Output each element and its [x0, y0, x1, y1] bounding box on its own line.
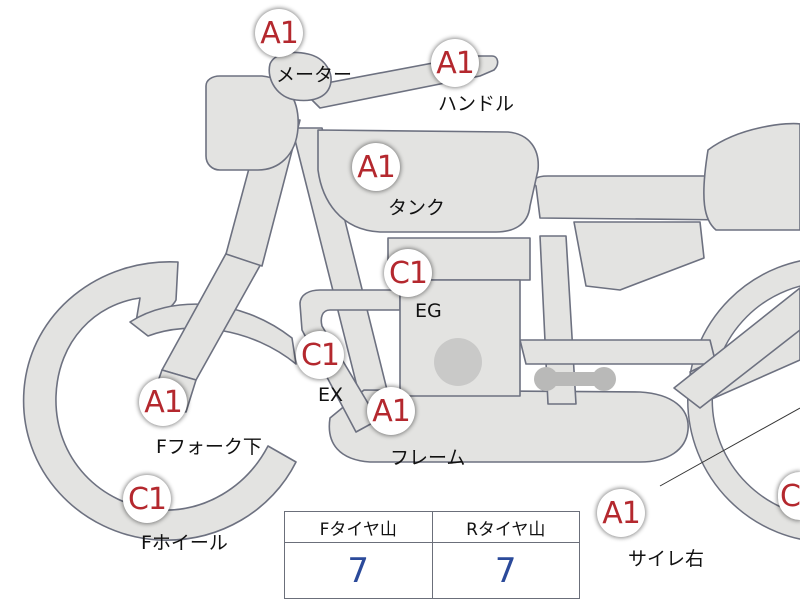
side-cover: [573, 221, 705, 291]
table-header-row: Fタイヤ山 Rタイヤ山: [284, 511, 580, 543]
grade-badge-front-wheel: C1: [123, 475, 171, 523]
value-rear-tire: 7: [431, 542, 580, 599]
label-engine: EG: [415, 300, 442, 322]
grade-badge-rear-edge: C: [778, 472, 800, 520]
label-exhaust: EX: [318, 384, 344, 406]
label-frame: フレーム: [390, 447, 466, 469]
front-wheel-shape: [22, 261, 297, 541]
engine-block: [399, 279, 521, 397]
label-meter: メーター: [276, 64, 353, 86]
grade-badge-meter: A1: [255, 9, 303, 57]
label-right-sidelight: サイレ右: [628, 548, 705, 570]
meter-housing: [268, 51, 332, 102]
frame-mid-rail: [519, 339, 717, 365]
footpeg-bar: [540, 372, 610, 386]
headlight: [205, 75, 299, 171]
value-front-tire: 7: [284, 542, 433, 599]
grade-badge-exhaust: C1: [296, 331, 344, 379]
table-value-row: 7 7: [284, 542, 580, 599]
grade-badge-tank: A1: [352, 143, 400, 191]
tire-tread-table: Fタイヤ山 Rタイヤ山 7 7: [284, 511, 580, 599]
grade-badge-engine: C1: [384, 249, 432, 297]
label-front-wheel: Fホイール: [141, 532, 228, 554]
header-rear-tire: Rタイヤ山: [431, 511, 580, 543]
grade-badge-front-fork: A1: [139, 378, 187, 426]
header-front-tire: Fタイヤ山: [284, 511, 433, 543]
rear-fender: [703, 122, 800, 231]
leader-line: [659, 407, 800, 487]
engine-cover: [434, 338, 482, 386]
grade-badge-right-sidelight: A1: [597, 489, 645, 537]
frame-lower: [328, 389, 689, 463]
grade-badge-handle: A1: [431, 39, 479, 87]
label-front-fork: Fフォーク下: [156, 436, 262, 458]
label-handle: ハンドル: [438, 93, 515, 115]
label-tank: タンク: [388, 197, 446, 219]
rear-shock: [673, 287, 800, 409]
grade-badge-frame: A1: [367, 387, 415, 435]
